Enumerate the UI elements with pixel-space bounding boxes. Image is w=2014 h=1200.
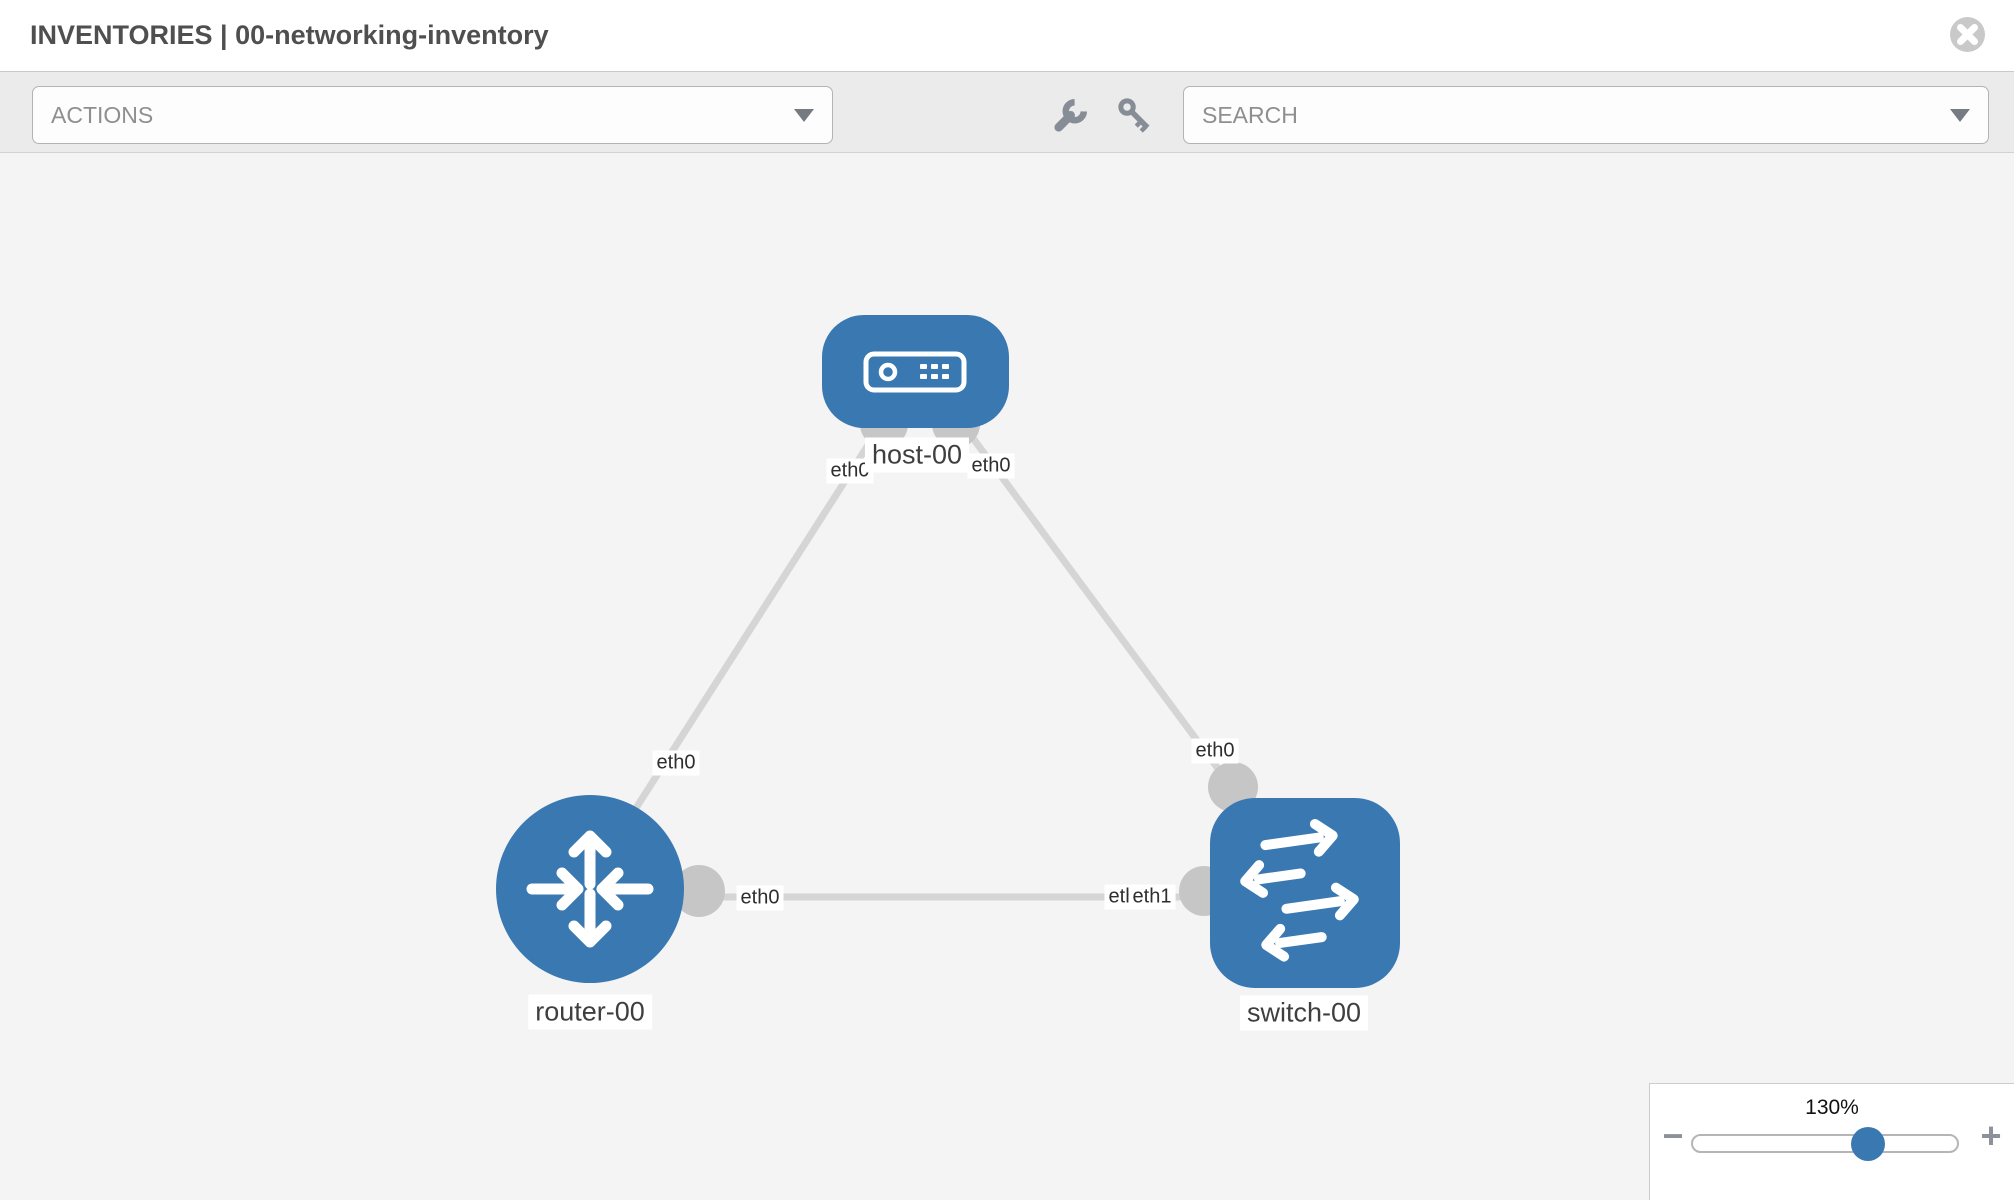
interface-label: eth1: [1128, 884, 1176, 910]
node-label-switch: switch-00: [1239, 995, 1369, 1031]
interface-label: eth0: [1191, 738, 1239, 764]
wrench-icon: [1054, 98, 1088, 132]
zoom-slider[interactable]: [1691, 1127, 1959, 1161]
node-switch-00[interactable]: [1210, 798, 1400, 988]
node-host-00[interactable]: [822, 315, 1009, 428]
node-label-router: router-00: [528, 994, 652, 1030]
chevron-down-icon: [1950, 108, 1970, 122]
host-icon: [863, 351, 967, 393]
actions-dropdown-label: ACTIONS: [51, 101, 154, 128]
interface-label: eth0: [652, 750, 700, 776]
topology-canvas[interactable]: [0, 153, 2014, 1200]
zoom-level-label: 130%: [1805, 1096, 1859, 1119]
endpoint-router-eth0: [673, 865, 725, 917]
key-icon: [1118, 98, 1150, 133]
close-button[interactable]: [1949, 16, 1986, 53]
zoom-slider-thumb[interactable]: [1851, 1127, 1885, 1161]
interface-label: eth0: [736, 885, 784, 911]
router-icon: [526, 830, 654, 948]
actions-dropdown[interactable]: ACTIONS: [32, 86, 833, 144]
interface-label: eth0: [967, 453, 1015, 479]
credentials-button[interactable]: [1112, 94, 1158, 140]
node-label-host: host-00: [864, 437, 970, 473]
zoom-panel: 130% − +: [1649, 1083, 2014, 1200]
zoom-out-button[interactable]: −: [1653, 1114, 1693, 1158]
zoom-in-button[interactable]: +: [1971, 1114, 2011, 1158]
configure-button[interactable]: [1045, 94, 1091, 140]
page-title: INVENTORIES | 00-networking-inventory: [30, 20, 549, 50]
search-dropdown[interactable]: SEARCH: [1183, 86, 1989, 144]
chevron-down-icon: [794, 108, 814, 122]
node-router-00[interactable]: [496, 795, 684, 983]
search-dropdown-label: SEARCH: [1202, 101, 1298, 128]
close-icon: [1950, 17, 1985, 52]
switch-icon: [1240, 818, 1359, 962]
